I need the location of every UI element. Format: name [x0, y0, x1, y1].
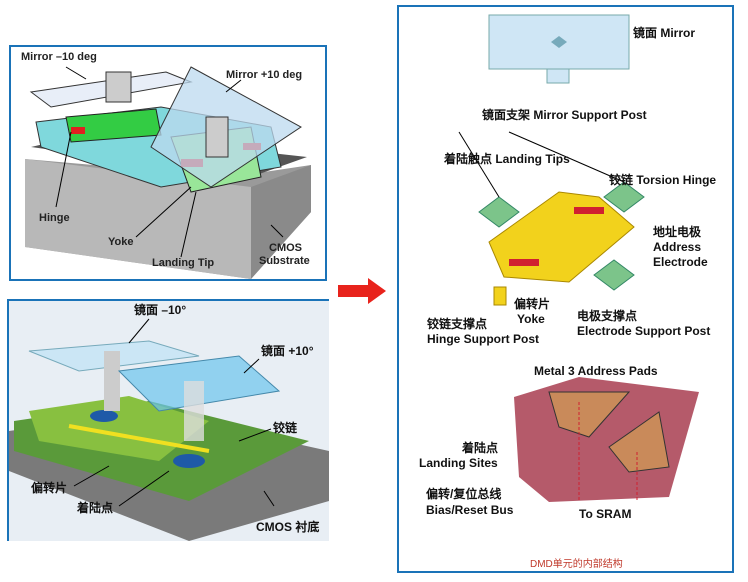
label-address-electrode-cn: 地址电极: [653, 225, 702, 239]
label-mirror-minus-10: Mirror –10 deg: [21, 51, 97, 63]
label-electrode-support-post: Electrode Support Post: [577, 324, 711, 338]
label-bias-reset-bus: Bias/Reset Bus: [426, 503, 514, 517]
label-electrode-support-cn: 电极支撑点: [577, 309, 638, 323]
label-to-sram: To SRAM: [579, 507, 632, 521]
caption: DMD单元的内部结构: [530, 559, 623, 570]
label-yoke: Yoke: [517, 312, 545, 326]
label-landing-tip: Landing Tip: [152, 257, 215, 269]
dmd-3d-render: [9, 301, 329, 541]
panel-dmd-3d-english: Mirror –10 deg Mirror +10 deg Hinge Yoke…: [9, 45, 327, 281]
panel-dmd-3d-chinese: 镜面 –10° 镜面 +10° 铰链 偏转片 着陆点 CMOS 衬底: [7, 299, 329, 541]
label-bias-reset-cn: 偏转/复位总线: [426, 487, 502, 501]
label-yoke-cn: 偏转片: [31, 481, 68, 495]
label-electrode: Electrode: [653, 255, 708, 269]
label-mirror-plus-10-cn: 镜面 +10°: [261, 344, 314, 358]
label-hinge-support-cn: 铰链支撑点: [427, 317, 488, 331]
label-yoke: Yoke: [108, 236, 134, 248]
label-landing-cn: 着陆点: [77, 501, 114, 515]
right-arrow-icon: [338, 278, 386, 304]
label-hinge-cn: 铰链: [273, 421, 298, 435]
panel-dmd-exploded: 镜面 Mirror 镜面支架 Mirror Support Post 着陆触点 …: [397, 5, 734, 573]
label-landing-sites: Landing Sites: [419, 456, 498, 470]
label-mirror-plus-10: Mirror +10 deg: [226, 69, 303, 81]
label-hinge-support-post: Hinge Support Post: [427, 332, 539, 346]
label-hinge: Hinge: [39, 212, 70, 224]
dmd-exploded-drawing: [458, 14, 699, 502]
label-torsion-hinge: 铰链 Torsion Hinge: [609, 173, 717, 187]
label-address: Address: [653, 240, 702, 254]
label-substrate: Substrate: [259, 255, 310, 267]
label-mirror-support-post: 镜面支架 Mirror Support Post: [482, 108, 647, 122]
label-landing-sites-cn: 着陆点: [462, 441, 499, 455]
label-yoke-cn: 偏转片: [514, 297, 551, 311]
label-cmos-substrate-cn: CMOS 衬底: [256, 520, 320, 534]
dmd-3d-drawing: [25, 66, 311, 279]
label-metal3-address-pads: Metal 3 Address Pads: [534, 364, 658, 378]
label-mirror-minus-10-cn: 镜面 –10°: [134, 303, 187, 317]
label-landing-tips: 着陆触点 Landing Tips: [444, 152, 570, 166]
label-mirror: 镜面 Mirror: [633, 26, 696, 40]
label-cmos: CMOS: [269, 242, 302, 254]
